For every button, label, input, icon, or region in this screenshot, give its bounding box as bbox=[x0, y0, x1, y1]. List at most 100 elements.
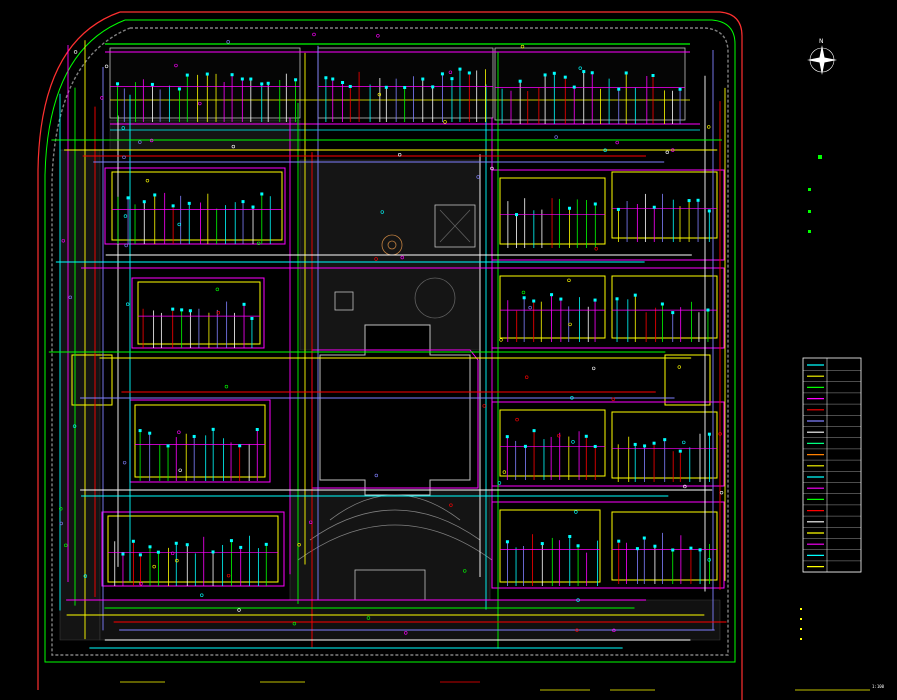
valve-marker bbox=[216, 311, 221, 315]
valve-marker bbox=[525, 375, 529, 379]
valve-marker bbox=[104, 64, 109, 69]
valve-marker bbox=[139, 582, 143, 586]
pipe-fixture bbox=[652, 441, 656, 445]
valve-marker bbox=[256, 241, 261, 246]
valve-marker bbox=[576, 598, 580, 602]
pipe-network bbox=[48, 40, 727, 649]
valve-marker bbox=[528, 305, 532, 310]
valve-marker bbox=[568, 322, 572, 327]
pipe-fixture bbox=[138, 429, 142, 433]
title-block: 1:100 bbox=[795, 684, 885, 691]
valve-marker bbox=[61, 239, 66, 243]
pipe-fixture bbox=[635, 547, 639, 551]
valve-marker bbox=[145, 178, 150, 183]
valve-marker bbox=[226, 573, 231, 578]
valve-marker bbox=[682, 440, 686, 445]
valve-marker bbox=[200, 593, 204, 597]
pipe-fixture bbox=[518, 79, 522, 83]
pipe-fixture bbox=[185, 543, 189, 547]
valve-marker bbox=[226, 40, 230, 44]
valve-marker bbox=[665, 150, 669, 155]
pipe-fixture bbox=[642, 536, 646, 540]
pipe-fixture bbox=[153, 193, 157, 197]
pipe-fixture bbox=[229, 539, 233, 543]
valve-marker bbox=[64, 543, 68, 548]
pipe-fixture bbox=[522, 296, 526, 300]
valve-marker bbox=[594, 247, 598, 251]
pipe-fixture bbox=[706, 308, 710, 312]
valve-marker bbox=[611, 397, 615, 401]
pipe-fixture bbox=[174, 541, 178, 545]
valve-marker bbox=[490, 166, 494, 171]
valve-marker bbox=[476, 175, 480, 179]
pipe-fixture bbox=[467, 71, 471, 75]
pipe-fixture bbox=[171, 204, 175, 208]
valve-marker bbox=[73, 50, 78, 54]
pipe-fixture bbox=[116, 82, 120, 86]
pipe-fixture bbox=[255, 427, 259, 431]
valve-marker bbox=[502, 470, 507, 474]
legend-panel bbox=[802, 357, 862, 573]
valve-marker bbox=[497, 481, 502, 485]
valve-marker bbox=[59, 507, 63, 511]
pipe-fixture bbox=[121, 552, 125, 556]
valve-marker bbox=[175, 558, 179, 563]
pipe-fixture bbox=[689, 546, 693, 550]
valve-marker bbox=[554, 135, 558, 139]
valve-marker bbox=[312, 32, 316, 37]
valve-marker bbox=[463, 569, 467, 573]
pipe-fixture bbox=[550, 293, 554, 297]
valve-marker bbox=[574, 510, 578, 514]
pipe-fixture bbox=[576, 544, 580, 548]
side-annotations bbox=[808, 155, 822, 233]
pipe-fixture bbox=[131, 539, 135, 543]
notes-block bbox=[800, 608, 802, 640]
pipe-fixture bbox=[331, 77, 335, 81]
pipe-fixture bbox=[431, 85, 435, 89]
north-building bbox=[105, 43, 700, 131]
valve-marker bbox=[366, 616, 371, 620]
valve-marker bbox=[719, 490, 724, 495]
pipe-fixture bbox=[260, 192, 264, 196]
pipe-fixture bbox=[582, 70, 586, 74]
pipe-fixture bbox=[678, 449, 682, 453]
pipe-fixture bbox=[187, 201, 191, 205]
pipe-fixture bbox=[450, 77, 454, 81]
valve-marker bbox=[376, 34, 380, 38]
pipe-fixture bbox=[593, 444, 597, 448]
valve-marker bbox=[122, 155, 126, 160]
valve-marker bbox=[297, 542, 301, 547]
pipe-fixture bbox=[707, 432, 711, 436]
pipe-fixture bbox=[651, 73, 655, 77]
pipe-fixture bbox=[249, 77, 253, 81]
valve-marker bbox=[231, 144, 236, 149]
pipe-fixture bbox=[142, 200, 146, 204]
pipe-fixture bbox=[616, 207, 620, 211]
valve-marker bbox=[138, 140, 142, 144]
valve-marker bbox=[152, 564, 156, 569]
central-building bbox=[311, 324, 479, 496]
pipe-fixture bbox=[523, 444, 527, 448]
pipe-fixture bbox=[251, 205, 255, 209]
valve-marker bbox=[520, 44, 525, 49]
site-boundary bbox=[37, 11, 743, 700]
pipe-fixture bbox=[166, 444, 170, 448]
road-edge bbox=[51, 27, 729, 656]
pipe-fixture bbox=[138, 553, 142, 557]
valve-marker bbox=[72, 424, 77, 428]
pipe-fixture bbox=[230, 73, 234, 77]
pipe-fixture bbox=[341, 81, 345, 85]
pipe-fixture bbox=[624, 71, 628, 75]
pipe-fixture bbox=[241, 200, 245, 204]
pipe-fixture bbox=[633, 293, 637, 297]
pipe-fixture bbox=[515, 213, 519, 217]
valve-marker bbox=[121, 126, 125, 130]
valve-marker bbox=[404, 631, 408, 635]
pipe-fixture bbox=[250, 316, 254, 320]
valve-marker bbox=[308, 520, 313, 524]
pipe-fixture bbox=[643, 444, 647, 448]
pipe-fixture bbox=[192, 434, 196, 438]
pipe-fixture bbox=[211, 427, 215, 431]
pipe-fixture bbox=[543, 73, 547, 77]
